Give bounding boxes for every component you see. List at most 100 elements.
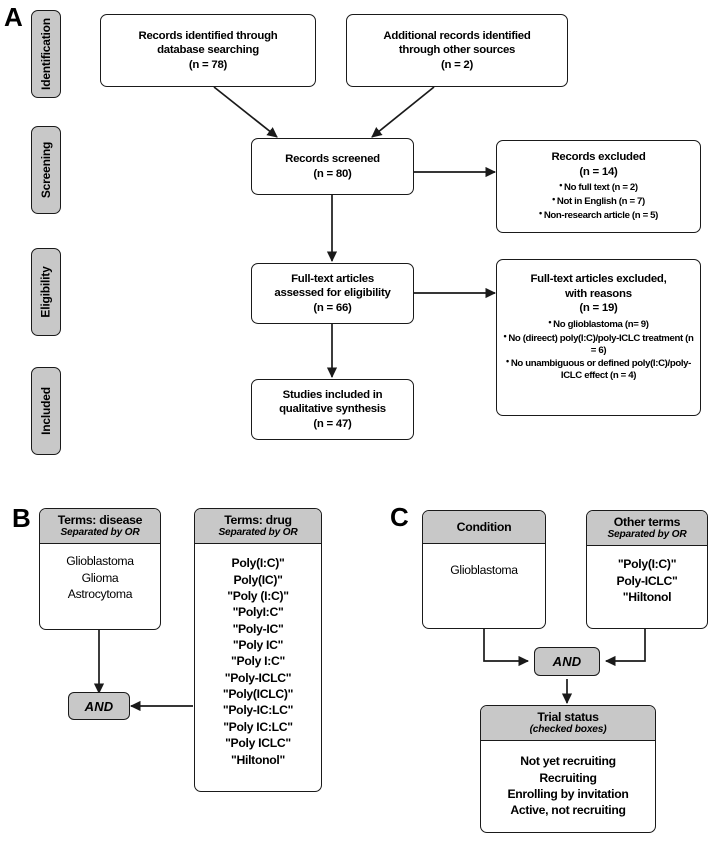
bullet-text: No glioblastoma (n= 9)	[553, 318, 649, 330]
bullet-item: •No glioblastoma (n= 9)	[548, 316, 649, 331]
panel-letter-b: B	[12, 503, 31, 533]
bullet-item: •Not in English (n = 7)	[552, 194, 645, 208]
term-item: Poly(IC)"	[233, 572, 283, 587]
operator-and-panel-b: AND	[68, 692, 130, 720]
term-item: "Hiltonol"	[231, 752, 285, 767]
box-other-terms-body: "Poly(I:C)" Poly-ICLC" "Hiltonol	[587, 546, 707, 628]
box-title: Condition	[456, 520, 512, 534]
stage-label-screening: Screening	[39, 141, 54, 199]
box-records-excluded: Records excluded (n = 14) •No full text …	[496, 140, 701, 233]
bullet-list-fulltext-excluded: •No glioblastoma (n= 9) •No (direect) po…	[502, 317, 695, 382]
box-title: Terms: disease	[57, 513, 143, 527]
arrow-othersources-to-screened	[371, 86, 435, 138]
box-subtitle: Separated by OR	[607, 529, 687, 541]
term-item: "Poly(ICLC)"	[222, 687, 294, 702]
box-count: (n = 19)	[579, 302, 618, 315]
box-line: qualitative synthesis	[279, 403, 386, 416]
box-fulltext-excluded: Full-text articles excluded, with reason…	[496, 259, 701, 416]
box-line: Records screened	[285, 152, 380, 165]
bullet-text: Not in English (n = 7)	[556, 196, 645, 208]
box-trial-status-header: Trial status (checked boxes)	[481, 706, 655, 742]
box-count: (n = 78)	[188, 58, 228, 71]
box-count: (n = 2)	[440, 58, 474, 71]
stage-chip-screening: Screening	[31, 126, 61, 214]
box-trial-status-body: Not yet recruiting Recruiting Enrolling …	[481, 741, 655, 832]
stage-chip-eligibility: Eligibility	[31, 248, 61, 336]
term-item: "Hiltonol	[622, 590, 672, 605]
bullet-dot-icon: •	[552, 194, 555, 205]
status-item: Active, not recruiting	[510, 803, 626, 818]
status-item: Recruiting	[539, 770, 597, 785]
operator-and-panel-c: AND	[534, 647, 600, 676]
box-other-terms: Other terms Separated by OR "Poly(I:C)" …	[586, 510, 708, 629]
box-records-database-searching: Records identified through database sear…	[100, 14, 316, 87]
bullet-text: No (direect) poly(I:C)/poly-ICLC treatme…	[508, 332, 694, 356]
bullet-item: •Non-research article (n = 5)	[539, 208, 658, 222]
term-item: "Poly-ICLC"	[224, 670, 292, 685]
term-item: Poly(I:C)"	[231, 556, 285, 571]
box-line: Additional records identified	[383, 29, 531, 42]
box-terms-disease: Terms: disease Separated by OR Glioblast…	[39, 508, 161, 630]
box-title: Trial status	[537, 710, 599, 724]
box-condition: Condition Glioblastoma	[422, 510, 546, 629]
box-records-other-sources: Additional records identified through ot…	[346, 14, 568, 87]
bullet-list-records-excluded: •No full text (n = 2) •Not in English (n…	[502, 180, 695, 222]
box-count: (n = 47)	[313, 417, 352, 430]
term-item: Glioblastoma	[66, 554, 134, 569]
term-item: "Poly-IC"	[232, 621, 284, 636]
term-item: Glioblastoma	[450, 563, 518, 578]
bullet-dot-icon: •	[506, 356, 509, 367]
term-item: "Poly I:C"	[231, 654, 285, 669]
term-item: Poly-ICLC"	[616, 573, 678, 588]
box-terms-drug: Terms: drug Separated by OR Poly(I:C)" P…	[194, 508, 322, 792]
box-title: Other terms	[613, 515, 681, 529]
bullet-dot-icon: •	[559, 180, 563, 191]
status-item: Not yet recruiting	[520, 754, 616, 769]
status-item: Enrolling by invitation	[507, 787, 629, 802]
bullet-text: Non-research article (n = 5)	[543, 209, 659, 221]
box-line: Full-text articles excluded,	[530, 273, 667, 285]
arrow-otherterms-to-and	[604, 629, 646, 667]
stage-chip-identification: Identification	[31, 10, 61, 98]
box-count: (n = 80)	[313, 167, 352, 180]
term-item: "Poly(I:C)"	[617, 557, 677, 572]
term-item: "Poly ICLC"	[225, 736, 291, 751]
term-item: "Poly IC"	[232, 638, 284, 653]
box-line: with reasons	[565, 287, 632, 300]
box-subtitle: Separated by OR	[218, 527, 298, 539]
box-other-terms-header: Other terms Separated by OR	[587, 511, 707, 547]
box-line: Full-text articles	[291, 272, 374, 285]
bullet-dot-icon: •	[503, 330, 507, 341]
panel-letter-a: A	[4, 2, 23, 32]
box-line: database searching	[157, 44, 259, 57]
bullet-text: No unambiguous or defined poly(I:C)/poly…	[510, 358, 692, 382]
box-subtitle: (checked boxes)	[529, 724, 607, 736]
bullet-item: •No (direect) poly(I:C)/poly-ICLC treatm…	[501, 331, 697, 357]
bullet-item: •No unambiguous or defined poly(I:C)/pol…	[499, 356, 699, 382]
bullet-text: No full text (n = 2)	[564, 182, 638, 194]
box-terms-disease-body: Glioblastoma Glioma Astrocytoma	[40, 544, 160, 629]
stage-label-eligibility: Eligibility	[39, 266, 54, 318]
box-count: (n = 14)	[579, 165, 618, 178]
box-subtitle: Separated by OR	[60, 527, 140, 539]
term-item: "Poly (I:C)"	[227, 589, 289, 604]
box-terms-drug-body: Poly(I:C)" Poly(IC)" "Poly (I:C)" "PolyI…	[195, 544, 321, 791]
box-title: Terms: drug	[224, 513, 292, 527]
box-terms-disease-header: Terms: disease Separated by OR	[40, 509, 160, 545]
panel-letter-c: C	[390, 502, 409, 532]
box-condition-header: Condition	[423, 511, 545, 545]
box-studies-included: Studies included in qualitative synthesi…	[251, 379, 414, 440]
box-line: assessed for eligibility	[274, 287, 391, 300]
bullet-dot-icon: •	[548, 316, 552, 327]
stage-label-included: Included	[39, 387, 53, 435]
box-line: Studies included in	[282, 388, 383, 401]
arrow-dbsearch-to-screened	[213, 86, 278, 138]
box-line: through other sources	[398, 44, 516, 57]
term-item: "Poly IC:LC"	[223, 719, 293, 734]
box-count: (n = 66)	[313, 301, 352, 314]
box-trial-status: Trial status (checked boxes) Not yet rec…	[480, 705, 656, 833]
stage-label-identification: Identification	[39, 18, 53, 90]
bullet-item: •No full text (n = 2)	[559, 180, 638, 194]
bullet-dot-icon: •	[539, 207, 542, 218]
